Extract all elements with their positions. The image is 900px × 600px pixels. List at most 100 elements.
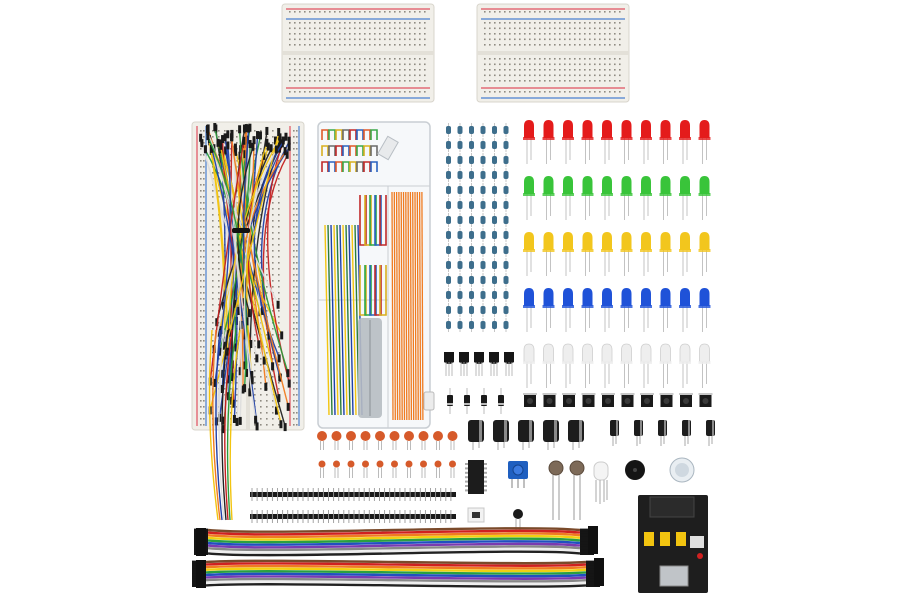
jumper-pin — [248, 388, 252, 397]
dupont-connector — [196, 528, 206, 556]
jumper-pin — [243, 150, 247, 159]
u-jumper — [379, 265, 387, 316]
resistor — [503, 201, 509, 209]
jumper-pin — [216, 138, 220, 147]
led-icon — [563, 232, 573, 250]
led-icon — [699, 288, 710, 306]
resistor — [480, 306, 486, 314]
resistor — [446, 321, 451, 329]
u-jumper — [335, 145, 343, 156]
orange-jumper — [412, 191, 415, 421]
resistor — [492, 291, 497, 299]
jumper-pin — [241, 385, 245, 394]
jumper-pin — [210, 144, 214, 153]
led-icon — [602, 288, 612, 306]
pin-headers — [250, 488, 456, 523]
power-supply-module-icon — [638, 495, 708, 593]
u-jumper — [359, 195, 367, 246]
jumper-pin — [250, 371, 254, 380]
resistor — [480, 261, 486, 269]
jumper-pin — [243, 384, 247, 393]
tweezer-piece — [377, 135, 399, 161]
led-icon — [582, 120, 593, 138]
resistor — [503, 141, 509, 149]
resistor — [469, 291, 474, 299]
jumper-pin — [271, 362, 275, 371]
led-icon — [680, 288, 690, 306]
jumper-wire-kit-box — [317, 121, 435, 429]
dupont-connector — [594, 558, 604, 586]
resistor — [446, 276, 451, 284]
resistor — [492, 231, 497, 239]
jumper-pin — [206, 127, 210, 136]
jumper-pin — [206, 132, 210, 141]
led-icon — [563, 288, 573, 306]
u-jumper — [364, 195, 372, 246]
electrolytic-capacitors — [468, 420, 715, 450]
jumper-pin — [203, 145, 207, 154]
jumper-pin — [248, 140, 252, 149]
ceramic-capacitors — [317, 431, 458, 478]
jumper-pin — [286, 369, 290, 378]
resistor — [446, 156, 451, 164]
resistor — [446, 171, 451, 179]
led-icon — [699, 232, 710, 250]
jumper-pin — [278, 140, 282, 149]
dupont-connector — [580, 539, 594, 542]
jumper-pin — [238, 416, 242, 425]
led-icon — [660, 120, 671, 138]
dupont-ribbon-wires — [192, 526, 604, 588]
jumper-pin — [267, 331, 271, 340]
ribbon-wire — [207, 534, 581, 541]
jumper-pin — [222, 425, 226, 434]
jumper-pin — [287, 142, 291, 151]
box-latch — [423, 391, 435, 411]
thermistor — [513, 509, 523, 530]
dupont-connector — [588, 526, 598, 554]
resistor — [446, 291, 451, 299]
jumper-pin — [234, 147, 238, 156]
orange-jumper — [395, 191, 399, 421]
resistor — [457, 171, 463, 179]
jumper-pin — [286, 402, 290, 411]
ceramic-capacitor — [391, 460, 398, 468]
resistor — [469, 276, 474, 284]
ribbon-wire — [207, 545, 581, 552]
dupont-connector — [586, 584, 600, 587]
resistor — [469, 186, 474, 194]
resistor — [457, 186, 463, 194]
jumper-pin — [213, 378, 217, 387]
jumper-pin — [222, 341, 226, 350]
u-jumper — [349, 161, 357, 172]
rgb-led — [593, 461, 609, 504]
led-icon — [582, 343, 593, 363]
jumper-pin — [244, 124, 248, 133]
jumper-pin — [200, 139, 204, 148]
transistor — [474, 352, 484, 364]
jumper-wire — [218, 329, 225, 521]
dupont-connector — [196, 560, 206, 588]
resistor — [469, 156, 474, 164]
u-jumper — [349, 145, 357, 156]
resistor — [469, 231, 474, 239]
transistor — [459, 352, 469, 364]
transistor — [489, 352, 499, 364]
jumper-pin — [255, 422, 259, 431]
led-icon — [582, 288, 593, 306]
resistor — [446, 201, 451, 209]
jumper-wire — [226, 329, 237, 521]
ceramic-capacitor — [347, 460, 355, 468]
jumper-wire — [221, 329, 229, 521]
jumper-pin — [278, 373, 282, 382]
jumper-pin — [221, 135, 225, 144]
piezo-buzzer — [669, 457, 695, 483]
resistor — [457, 291, 463, 299]
jumper-pin — [276, 300, 280, 309]
resistor — [503, 126, 509, 134]
dupont-connector — [580, 552, 594, 555]
resistor — [457, 216, 463, 224]
dupont-connector — [586, 576, 600, 580]
long-jumper — [351, 224, 357, 416]
jumper-wire — [208, 329, 219, 521]
u-jumper — [363, 145, 371, 156]
